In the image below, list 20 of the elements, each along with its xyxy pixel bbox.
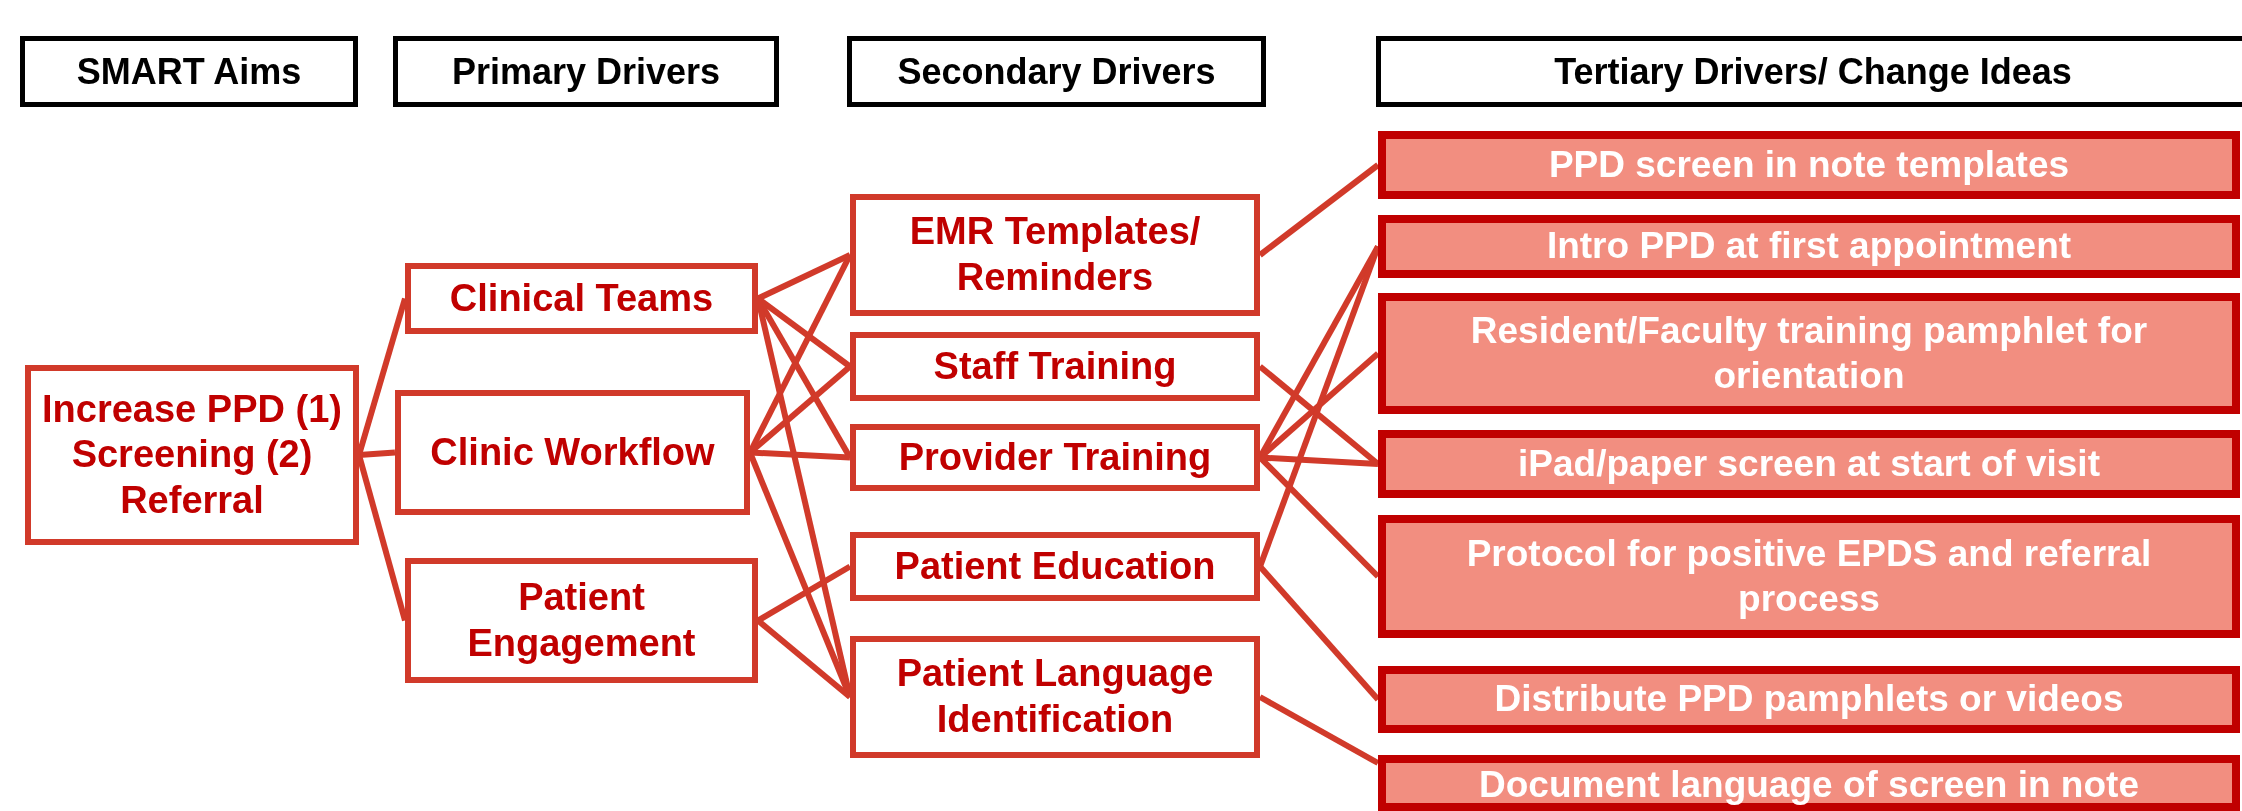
change-idea-box: iPad/paper screen at start of visit (1378, 430, 2240, 498)
column-header: Secondary Drivers (847, 36, 1266, 107)
driver-box: EMR Templates/ Reminders (850, 194, 1260, 316)
driver-box: Provider Training (850, 424, 1260, 491)
change-idea-box: PPD screen in note templates (1378, 131, 2240, 199)
driver-box: Increase PPD (1) Screening (2) Referral (25, 365, 359, 545)
driver-box: Staff Training (850, 332, 1260, 401)
driver-box: Patient Language Identification (850, 636, 1260, 758)
change-idea-box: Distribute PPD pamphlets or videos (1378, 666, 2240, 733)
column-header: SMART Aims (20, 36, 358, 107)
change-idea-box: Document language of screen in note (1378, 755, 2240, 811)
driver-box: Patient Engagement (405, 558, 758, 683)
column-header: Tertiary Drivers/ Change Ideas (1376, 36, 2242, 107)
change-idea-box: Intro PPD at first appointment (1378, 215, 2240, 278)
change-idea-box: Protocol for positive EPDS and referral process (1378, 515, 2240, 638)
driver-box: Clinical Teams (405, 263, 758, 334)
column-header: Primary Drivers (393, 36, 779, 107)
driver-box: Patient Education (850, 532, 1260, 601)
change-idea-box: Resident/Faculty training pamphlet for orientation (1378, 293, 2240, 414)
driver-box: Clinic Workflow (395, 390, 750, 515)
